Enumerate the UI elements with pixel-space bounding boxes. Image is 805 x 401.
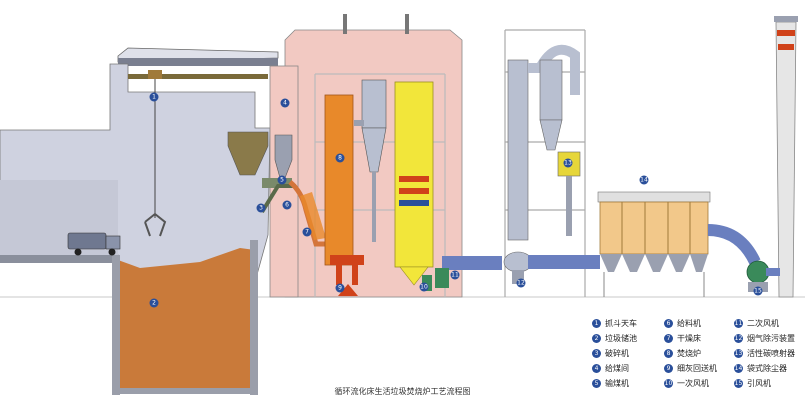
svg-text:12: 12	[517, 280, 525, 287]
legend-label: 袋式除尘器	[747, 363, 787, 373]
garbage-hall	[0, 47, 279, 395]
legend-label: 输煤机	[605, 378, 629, 388]
marker-11: 11	[450, 270, 460, 280]
crane-trolley	[148, 70, 162, 79]
legend-item: 4 给煤间	[592, 362, 629, 374]
legend-label: 干燥床	[677, 333, 701, 343]
legend-number: 13	[734, 348, 743, 358]
grab-bucket	[144, 212, 167, 237]
legend-label: 引风机	[747, 378, 771, 388]
legend-item: 7 干燥床	[664, 332, 701, 344]
marker-12: 12	[516, 278, 526, 288]
marker-13: 13	[563, 158, 573, 168]
svg-text:7: 7	[305, 229, 309, 236]
legend-number: 15	[734, 378, 743, 388]
legend-number: 7	[664, 333, 673, 343]
coal-feeding-equipment	[227, 131, 296, 214]
svg-text:10: 10	[420, 284, 428, 291]
legend-label: 一次风机	[677, 378, 709, 388]
marker-4: 4	[280, 98, 290, 108]
svg-text:3: 3	[259, 205, 263, 212]
cyclone-separator	[354, 79, 387, 242]
garbage-truck	[67, 232, 121, 256]
legend-item: 12 烟气除污装置	[734, 332, 795, 344]
marker-9: 9	[335, 283, 345, 293]
marker-10: 10	[419, 282, 429, 292]
boiler-tail	[394, 81, 434, 286]
legend-number: 1	[592, 318, 601, 328]
legend-item: 9 细灰回送机	[664, 362, 717, 374]
legend-item: 1 抓斗天车	[592, 317, 637, 329]
legend-number: 9	[664, 363, 673, 373]
legend-label: 给煤间	[605, 363, 629, 373]
legend-label: 给料机	[677, 318, 701, 328]
gas-cleaning-tower	[503, 29, 600, 297]
marker-8: 8	[335, 153, 345, 163]
legend-number: 3	[592, 348, 601, 358]
svg-text:4: 4	[283, 100, 287, 107]
svg-text:11: 11	[451, 272, 459, 279]
legend-item: 10 一次风机	[664, 377, 709, 389]
legend-number: 14	[734, 363, 743, 373]
legend-number: 6	[664, 318, 673, 328]
marker-6: 6	[282, 200, 292, 210]
legend-number: 8	[664, 348, 673, 358]
legend-number: 5	[592, 378, 601, 388]
legend-number: 4	[592, 363, 601, 373]
legend-item: 6 给料机	[664, 317, 701, 329]
baghouse	[597, 191, 761, 297]
legend-number: 11	[734, 318, 743, 328]
svg-text:9: 9	[338, 285, 342, 292]
garbage-pit	[118, 248, 258, 390]
svg-text:14: 14	[640, 177, 648, 184]
marker-1: 1	[149, 92, 159, 102]
svg-text:8: 8	[338, 155, 342, 162]
diagram-caption: 循环流化床生活垃圾焚烧炉工艺流程图	[334, 387, 471, 396]
feeder-dryer	[288, 180, 340, 247]
marker-3: 3	[256, 203, 266, 213]
legend-label: 抓斗天车	[605, 318, 637, 328]
crane-beam	[128, 74, 268, 79]
legend-number: 10	[664, 378, 673, 388]
marker-2: 2	[149, 298, 159, 308]
marker-5: 5	[277, 175, 287, 185]
legend-label: 垃圾储池	[605, 333, 637, 343]
legend-item: 5 输煤机	[592, 377, 629, 389]
induced-draft-fan	[746, 260, 770, 284]
legend: 1 抓斗天车 2 垃圾储池 3 破碎机 4 给煤间 5 输煤机 6 给料机 7 干燥床 8 焚烧炉 9 细灰回送机…	[592, 317, 802, 393]
svg-text:5: 5	[280, 177, 284, 184]
furnace	[324, 94, 364, 296]
legend-item: 14 袋式除尘器	[734, 362, 787, 374]
legend-label: 活性碳喷射器	[747, 348, 795, 358]
marker-14: 14	[639, 175, 649, 185]
marker-15: 15	[753, 286, 763, 296]
legend-item: 13 活性碳喷射器	[734, 347, 795, 359]
legend-number: 12	[734, 333, 743, 343]
svg-text:6: 6	[285, 202, 289, 209]
legend-item: 8 焚烧炉	[664, 347, 701, 359]
legend-item: 11 二次风机	[734, 317, 779, 329]
legend-label: 破碎机	[605, 348, 629, 358]
flue-gas-duct	[422, 256, 502, 291]
legend-item: 2 垃圾储池	[592, 332, 637, 344]
legend-item: 15 引风机	[734, 377, 771, 389]
svg-text:2: 2	[152, 300, 156, 307]
legend-number: 2	[592, 333, 601, 343]
svg-text:13: 13	[564, 160, 572, 167]
legend-label: 二次风机	[747, 318, 779, 328]
truck-platform	[0, 255, 120, 263]
legend-label: 细灰回送机	[677, 363, 717, 373]
svg-text:15: 15	[754, 288, 762, 295]
marker-7: 7	[302, 227, 312, 237]
legend-item: 3 破碎机	[592, 347, 629, 359]
chimney	[746, 16, 798, 298]
legend-label: 烟气除污装置	[747, 333, 795, 343]
legend-label: 焚烧炉	[677, 348, 701, 358]
svg-text:1: 1	[152, 94, 156, 101]
hall-roof	[118, 58, 278, 66]
